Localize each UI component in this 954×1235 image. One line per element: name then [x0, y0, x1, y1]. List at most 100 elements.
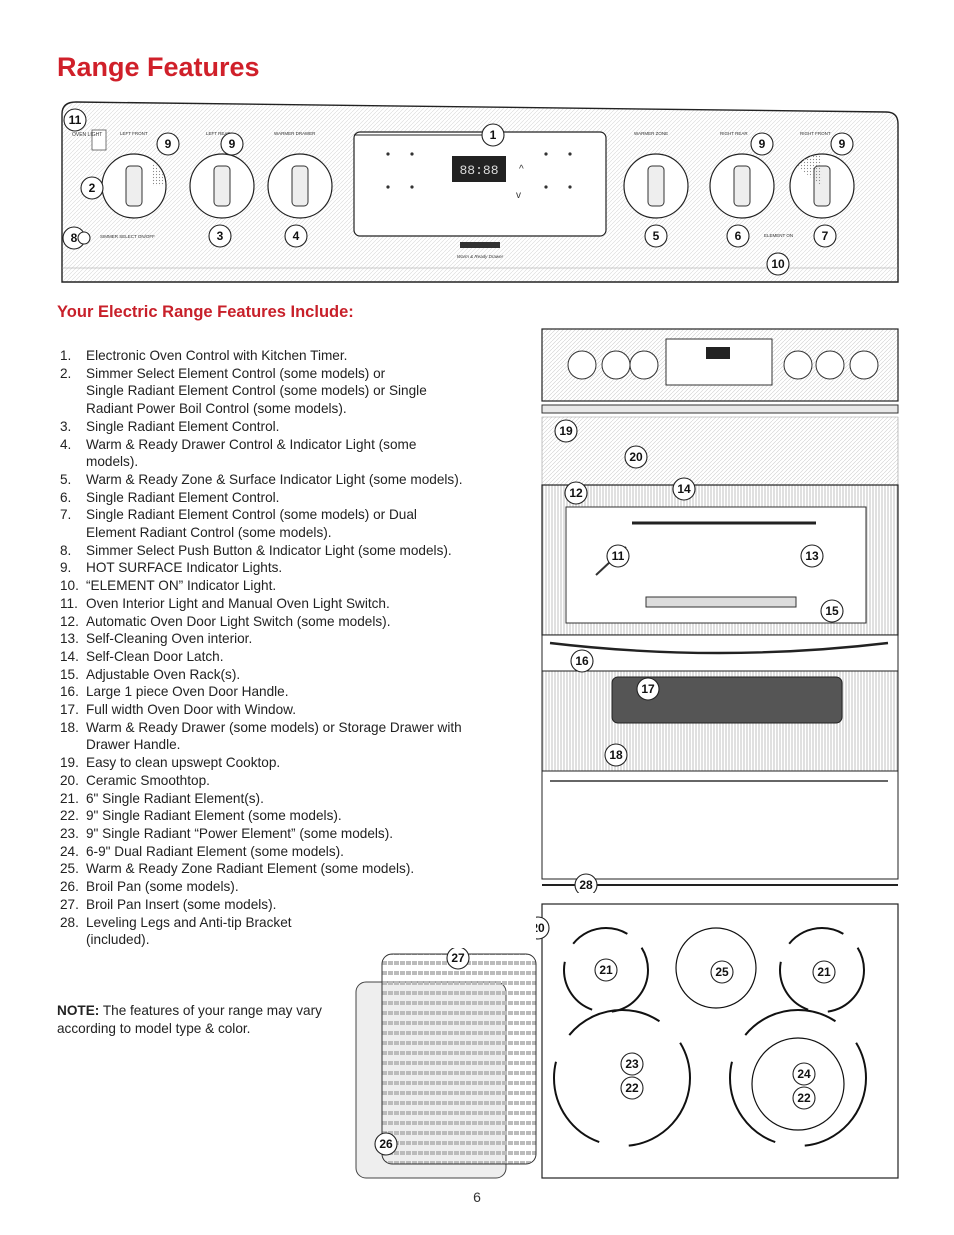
page-title: Range Features [57, 52, 260, 82]
callout-25: 25 [715, 965, 729, 979]
list-item: 16.Large 1 piece Oven Door Handle. [60, 684, 289, 700]
callout-5: 5 [653, 229, 660, 243]
list-item: Drawer Handle. [86, 737, 181, 753]
brand-caption: Warm & Ready Drawer [457, 254, 504, 259]
element-on-label: ELEMENT ON [764, 233, 793, 238]
list-item: 8.Simmer Select Push Button & Indicator … [60, 542, 452, 558]
callout-18: 18 [609, 748, 623, 762]
electronic-control-panel [353, 131, 607, 237]
list-item: models). [86, 454, 139, 470]
callout-10: 10 [771, 257, 785, 271]
list-item: Radiant Power Boil Control (some models)… [86, 401, 347, 417]
list-item: 11.Oven Interior Light and Manual Oven L… [60, 595, 390, 611]
callout-26: 26 [379, 1137, 393, 1151]
list-item: 5.Warm & Ready Zone & Surface Indicator … [60, 471, 463, 487]
callout-8: 8 [71, 231, 78, 245]
display-digits: 88:88 [459, 163, 498, 178]
knob-right-rear[interactable] [709, 153, 775, 219]
broil-pan-diagram: 27 26 [355, 948, 537, 1179]
callout-2: 2 [89, 181, 96, 195]
note-text: The features of your range may vary acco… [57, 1003, 322, 1036]
list-item: 25.Warm & Ready Zone Radiant Element (so… [60, 861, 415, 877]
control-panel-diagram: OVEN LIGHT LEFT FRONT LEFT REAR WARMER D… [61, 101, 899, 283]
list-item: 22.9" Single Radiant Element (some model… [60, 808, 342, 824]
simmer-select-label: SIMMER SELECT ON/OFF [100, 234, 155, 239]
list-item: 6.Single Radiant Element Control. [60, 489, 280, 505]
brand-logo [460, 242, 500, 248]
list-item: 26.Broil Pan (some models). [60, 879, 239, 895]
list-item: 28.Leveling Legs and Anti-tip Bracket [60, 914, 292, 930]
list-item: 13.Self-Cleaning Oven interior. [60, 631, 253, 647]
list-item: Single Radiant Element Control (some mod… [86, 383, 427, 399]
callout-17: 17 [641, 682, 655, 696]
svg-text:v: v [516, 190, 521, 201]
list-item: 7.Single Radiant Element Control (some m… [60, 507, 417, 523]
knob-left-rear[interactable] [189, 153, 255, 219]
oven-light-label: OVEN LIGHT [72, 132, 102, 138]
callout-21-right: 21 [817, 965, 831, 979]
callout-22-right: 22 [797, 1091, 811, 1105]
range-front-diagram: 19 20 12 14 11 13 15 16 17 18 28 [541, 328, 899, 893]
clock-display [452, 156, 506, 182]
callout-9-b: 9 [229, 137, 236, 151]
list-item: 1.Electronic Oven Control with Kitchen T… [60, 348, 348, 363]
features-heading: Your Electric Range Features Include: [57, 303, 354, 321]
callout-11: 11 [612, 549, 625, 563]
list-item: 17.Full width Oven Door with Window. [60, 702, 297, 718]
callout-6: 6 [735, 229, 742, 243]
knob-right-front[interactable] [789, 153, 855, 219]
warmer-zone-label: WARMER ZONE [634, 131, 668, 136]
callout-9-a: 9 [165, 137, 172, 151]
list-item: 21.6" Single Radiant Element(s). [60, 790, 264, 806]
list-item: 24.6-9" Dual Radiant Element (some model… [60, 843, 344, 859]
callout-9-d: 9 [839, 137, 846, 151]
page-number: 6 [473, 1189, 481, 1205]
list-item: Element Radiant Control (some models). [86, 525, 332, 541]
callout-22-left: 22 [625, 1081, 639, 1095]
feature-list: 1.Electronic Oven Control with Kitchen T… [60, 347, 530, 949]
callout-19: 19 [559, 424, 573, 438]
note: NOTE: The features of your range may var… [57, 1002, 337, 1037]
cooktop-diagram: 20 21 25 21 23 22 24 22 [536, 903, 899, 1179]
callout-20-cooktop: 20 [536, 921, 545, 935]
callout-28: 28 [579, 878, 593, 892]
list-item: 14.Self-Clean Door Latch. [60, 648, 224, 664]
list-item: 2.Simmer Select Element Control (some mo… [60, 365, 386, 381]
knob-left-front[interactable] [101, 153, 167, 219]
list-item: 18.Warm & Ready Drawer (some models) or … [60, 719, 462, 735]
left-rear-label: LEFT REAR [206, 131, 231, 136]
note-label: NOTE: [57, 1003, 100, 1018]
right-front-label: RIGHT FRONT [800, 131, 831, 136]
callout-9-c: 9 [759, 137, 766, 151]
list-item: 27.Broil Pan Insert (some models). [60, 896, 277, 912]
right-rear-label: RIGHT REAR [720, 131, 748, 136]
callout-23: 23 [625, 1057, 639, 1071]
callout-1: 1 [490, 128, 497, 142]
list-item: 12.Automatic Oven Door Light Switch (som… [60, 613, 391, 629]
callout-27: 27 [451, 951, 465, 965]
list-item: 23.9" Single Radiant “Power Element” (so… [60, 825, 394, 841]
list-item: 10.“ELEMENT ON” Indicator Light. [60, 578, 277, 594]
callout-20: 20 [629, 450, 643, 464]
callout-13: 13 [805, 549, 819, 563]
callout-24: 24 [797, 1067, 811, 1081]
callout-21-left: 21 [599, 963, 613, 977]
callout-14: 14 [677, 482, 691, 496]
callout-16: 16 [575, 654, 589, 668]
knob-warmer-drawer[interactable] [267, 153, 333, 219]
callout-3: 3 [217, 229, 224, 243]
list-item: 20.Ceramic Smoothtop. [60, 772, 210, 788]
list-item: 9.HOT SURFACE Indicator Lights. [60, 560, 283, 576]
callout-7: 7 [822, 229, 829, 243]
list-item: 19.Easy to clean upswept Cooktop. [60, 755, 281, 771]
callout-11: 11 [69, 113, 82, 127]
warmer-drawer-label: WARMER DRAWER [274, 131, 316, 136]
knob-warmer-zone[interactable] [623, 153, 689, 219]
callout-12: 12 [569, 486, 583, 500]
list-item: 15.Adjustable Oven Rack(s). [60, 666, 241, 682]
list-item: 3.Single Radiant Element Control. [60, 418, 280, 434]
svg-text:^: ^ [519, 164, 524, 175]
left-front-label: LEFT FRONT [120, 131, 148, 136]
callout-4: 4 [293, 229, 300, 243]
callout-15: 15 [825, 604, 839, 618]
